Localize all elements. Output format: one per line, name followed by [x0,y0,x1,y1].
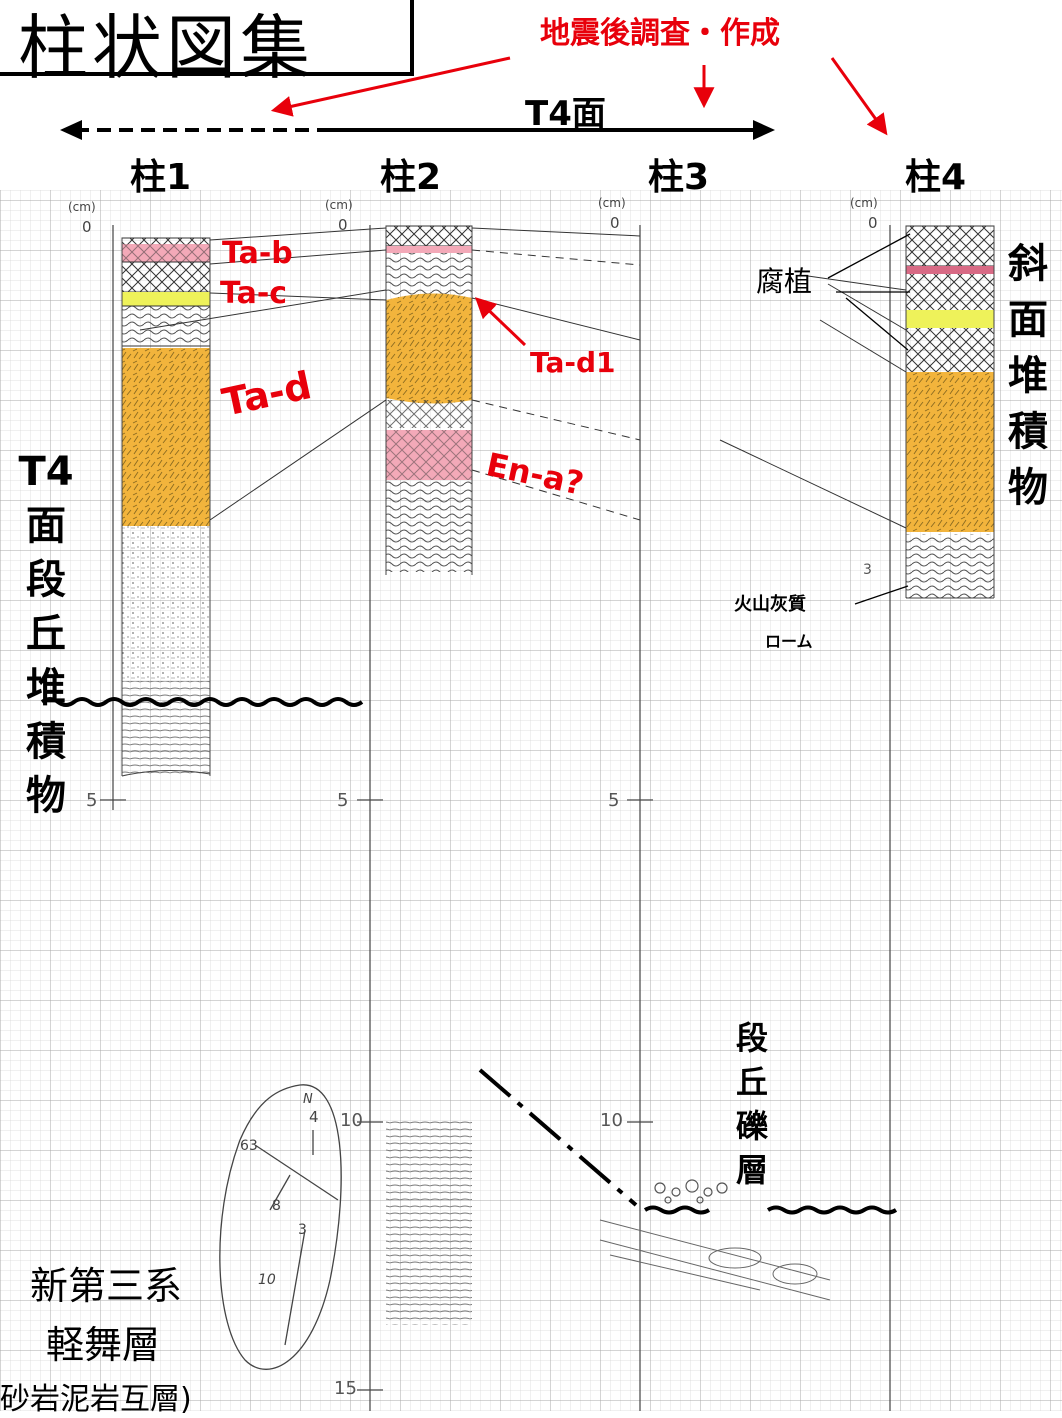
unconformity-lines [40,697,898,1215]
title-box: 柱状図集 [0,0,414,89]
vertical-char: 段 [735,1019,768,1057]
column-2 [385,225,473,1325]
stereonet-dip-4: 4 [309,1108,319,1126]
vertical-char: 斜 [1008,241,1048,287]
karumai-formation-label: 軽舞層 [46,1323,161,1367]
loam-leader [854,585,909,605]
depth-tick-0-col4: 0 [868,214,878,232]
t4-terrace-deposit-label: T4 面 段 丘 堆 積 物 [16,445,76,823]
t4-surface-arrow [60,120,775,140]
column-1 [121,237,211,777]
vertical-char: 堆 [26,665,66,711]
stereonet-north: N [303,1092,313,1107]
vertical-char: 丘 [735,1063,768,1101]
column-header-3: 柱3 [648,157,710,198]
depth-tick-10-col2: 10 [340,1110,363,1131]
depth-tick-5-col2: 5 [337,790,349,811]
slope-deposit-label: 斜 面 堆 積 物 [998,236,1058,516]
depth-tick-15-col2: 15 [334,1378,357,1399]
vertical-char: 段 [26,557,66,603]
vertical-char: 物 [1008,465,1048,511]
depth-tick-5-col1: 5 [86,790,98,811]
page-title: 柱状図集 [18,7,314,89]
sandstone-mudstone-label: 砂岩泥岩互層) [0,1382,192,1417]
column-header-1: 柱1 [130,157,192,198]
stereonet-dip-8: 8 [272,1198,281,1214]
stereonet-dip-63: 63 [240,1138,258,1154]
stereonet-dip-3: 3 [298,1222,307,1238]
humus-leaders [827,233,911,351]
volcanic-loam-label-1: 火山灰質 [734,594,806,615]
tephra-label-tac: Ta-c [220,276,288,311]
survey-arrows [270,56,888,347]
vertical-char: 層 [735,1151,768,1189]
depth-tick-5-col3: 5 [608,790,620,811]
terrace-gravel [654,1179,728,1204]
depth-tick-3-col4: 3 [863,562,872,578]
neogene-label: 新第三系 [30,1264,183,1308]
surface-label: T4面 [525,94,606,134]
vertical-char: 堆 [1008,353,1048,399]
volcanic-loam-label-2: ローム [765,632,813,651]
unit-label-1: (cm) [68,200,96,214]
humus-label: 腐植 [756,265,813,298]
tephra-label-tab: Ta-b [222,236,293,271]
vertical-char: 面 [26,503,66,549]
tephra-label-tad1: Ta-d1 [530,346,616,379]
vertical-char: 積 [1008,409,1048,455]
terrace-gravel-label: 段 丘 礫 層 [722,1016,782,1192]
column-header-2: 柱2 [380,157,442,198]
vertical-char: 丘 [26,611,66,657]
survey-note: 地震後調査・作成 [540,16,780,51]
depth-tick-0-col1: 0 [82,218,92,236]
vertical-char: T4 [18,449,74,495]
stereonet-sketch [219,1084,342,1370]
unit-label-2: (cm) [325,198,353,212]
unit-label-4: (cm) [850,196,878,210]
column-4 [905,225,995,599]
depth-tick-0-col3: 0 [610,214,620,232]
unit-label-3: (cm) [598,196,626,210]
vertical-char: 積 [26,719,66,765]
depth-tick-10-col3: 10 [600,1110,623,1131]
correlation-lines [139,227,907,529]
depth-tick-0-col2: 0 [338,216,348,234]
bedding-lines [599,1219,831,1301]
column-header-4: 柱4 [905,157,967,198]
vertical-char: 面 [1008,297,1048,343]
stereonet-dip-10: 10 [258,1272,276,1288]
vertical-char: 物 [26,773,66,819]
vertical-char: 礫 [735,1107,768,1145]
